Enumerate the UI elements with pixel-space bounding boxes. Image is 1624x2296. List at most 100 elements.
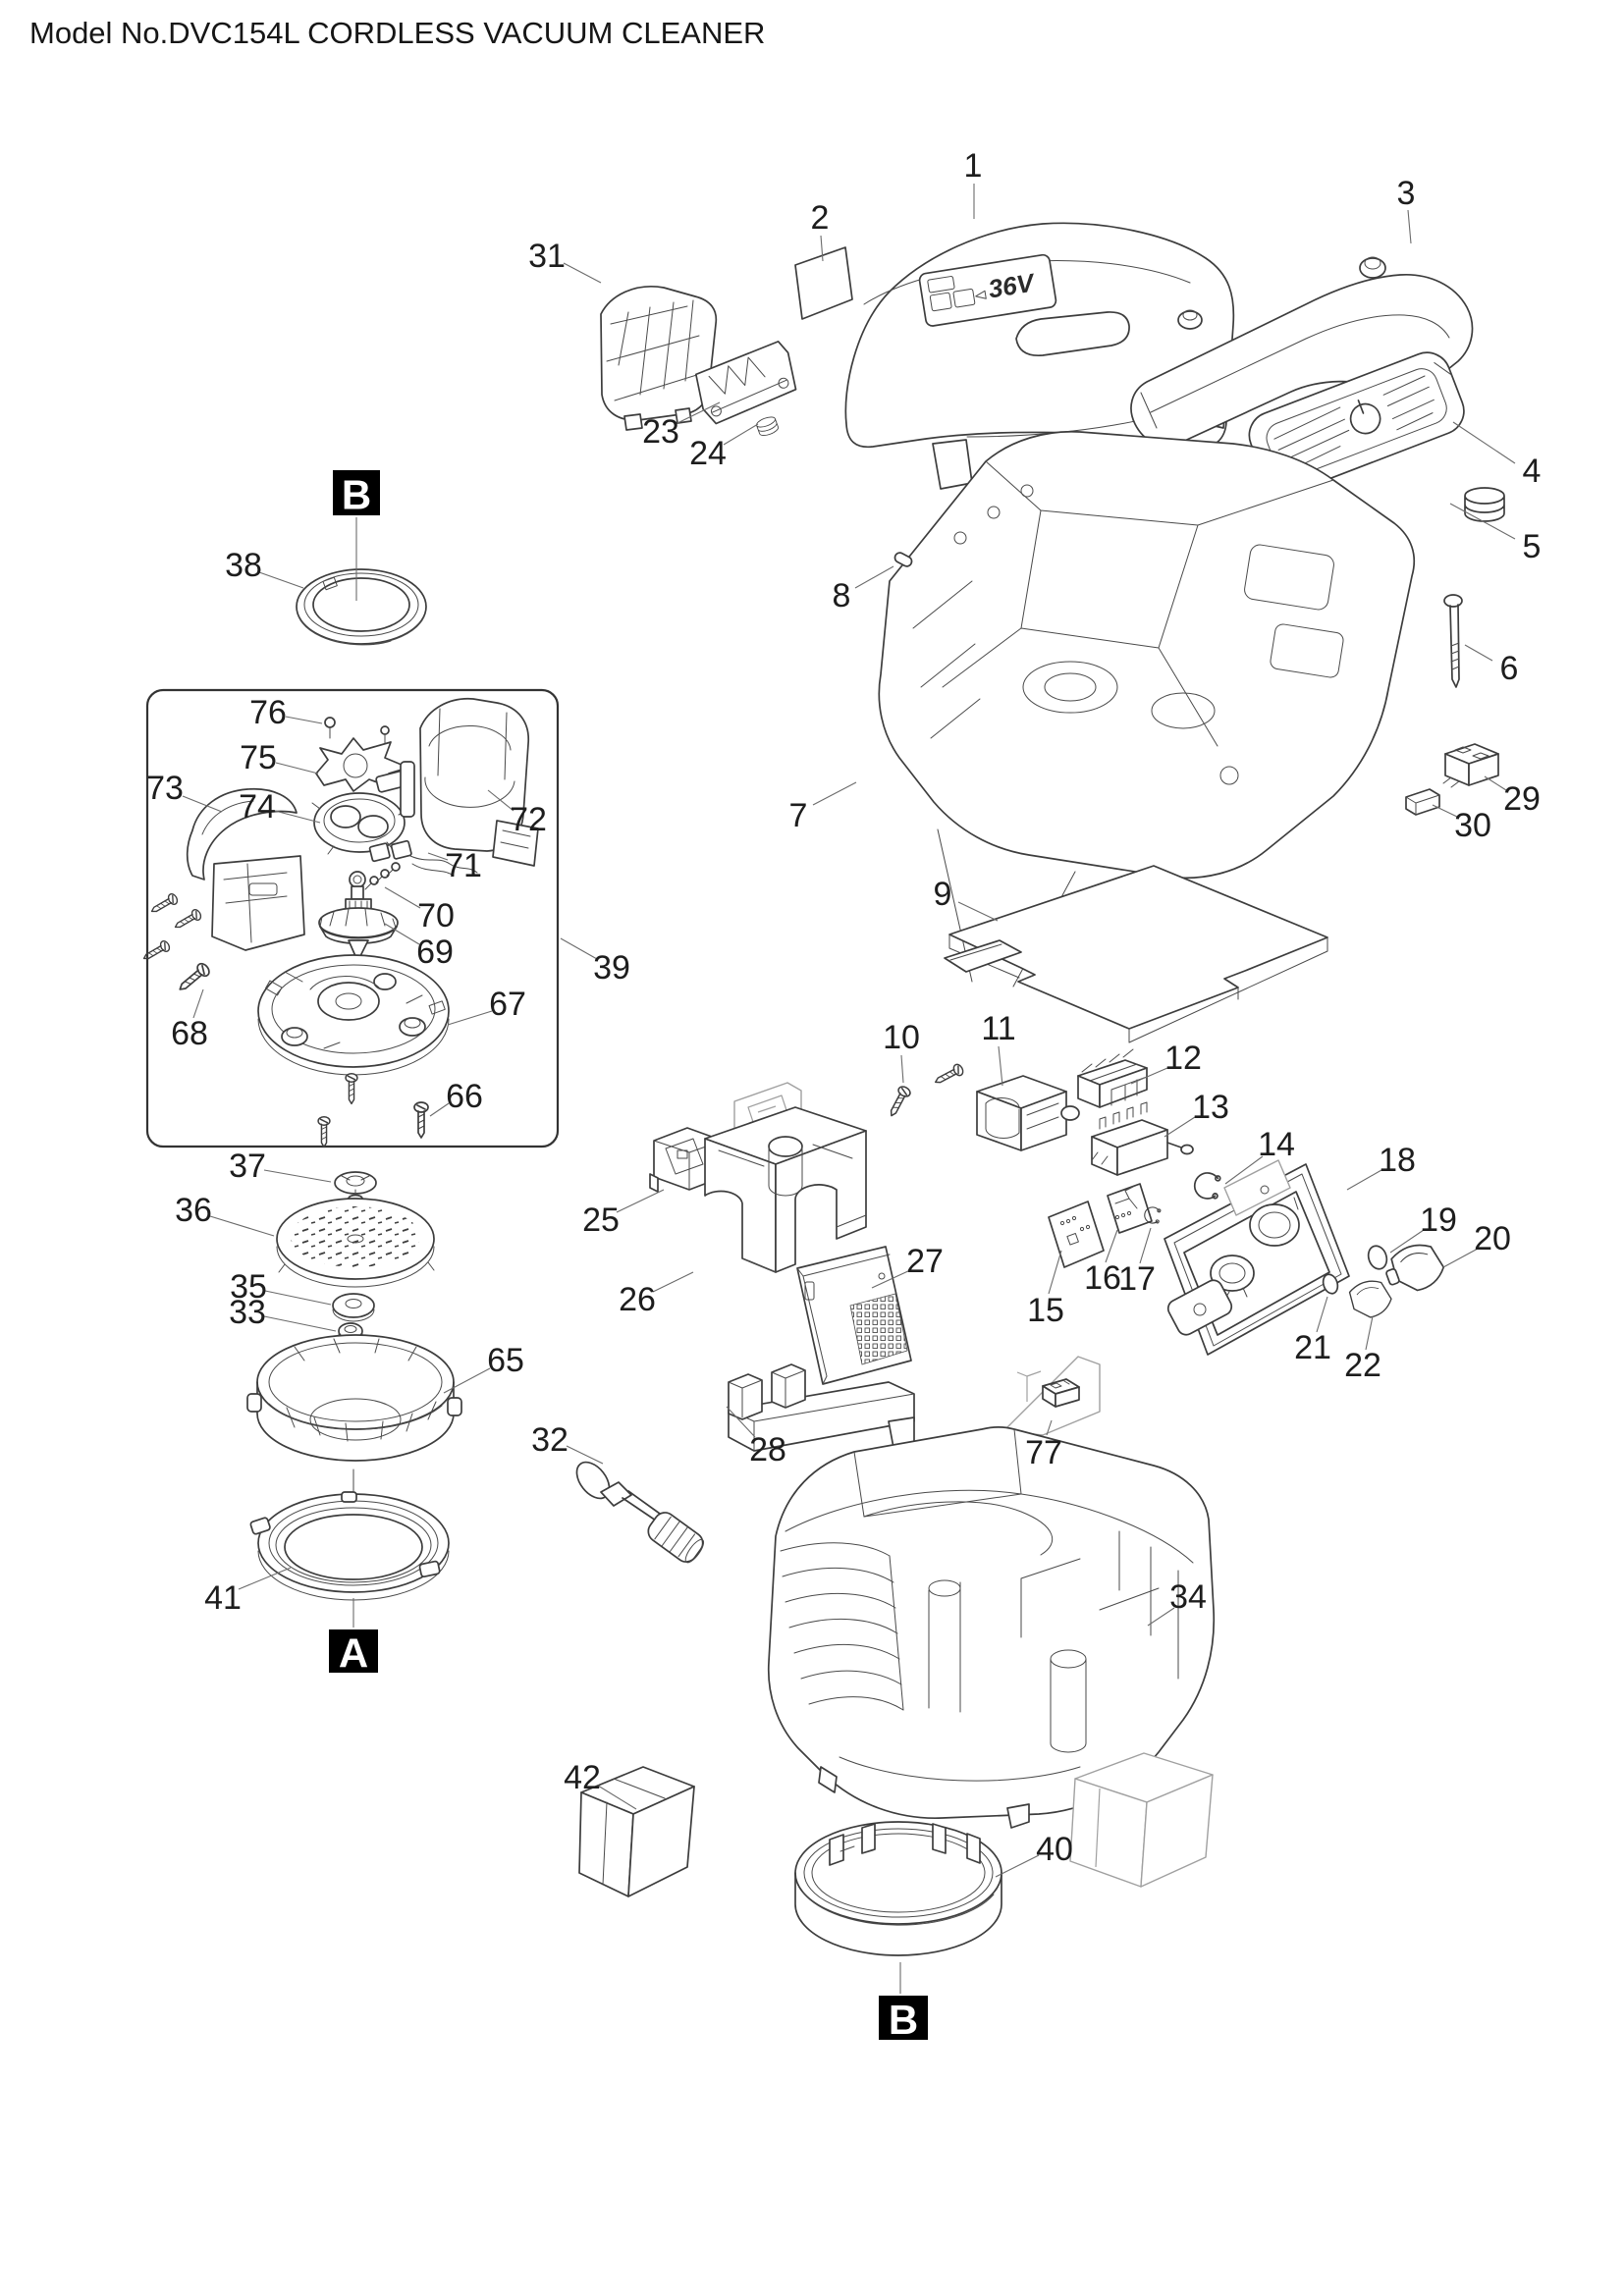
leader-line-14 — [1224, 1155, 1264, 1185]
leader-line-24 — [723, 423, 759, 446]
part-65-retainer-ring-drawing — [246, 1334, 462, 1462]
leader-line-29 — [1484, 775, 1507, 791]
callout-77: 77 — [1025, 1434, 1062, 1471]
callout-76: 76 — [249, 694, 287, 731]
callout-14: 14 — [1258, 1126, 1295, 1163]
callout-22: 22 — [1344, 1347, 1381, 1384]
part-29-switch-drawing — [1442, 743, 1499, 788]
leader-line-11 — [998, 1045, 1003, 1087]
part-70-screws-drawing — [364, 862, 401, 890]
leader-line-39 — [560, 937, 598, 960]
part-3-handle-drawing — [1130, 256, 1474, 448]
leader-line-17 — [1139, 1227, 1152, 1264]
leader-line-6 — [1464, 644, 1493, 662]
callout-6: 6 — [1500, 650, 1519, 687]
leader-line-7 — [812, 781, 857, 806]
leader-line-41 — [238, 1567, 292, 1590]
leader-line-77 — [1046, 1419, 1053, 1436]
leader-line-15 — [1048, 1250, 1062, 1295]
part-72-motor-housing-drawing — [400, 697, 539, 867]
leader-line-67 — [447, 1010, 493, 1026]
callout-36: 36 — [175, 1192, 212, 1229]
leader-line-32 — [566, 1445, 604, 1465]
callout-10: 10 — [883, 1019, 920, 1056]
part-16-switch-plate-drawing — [1107, 1183, 1153, 1234]
leader-line-28 — [726, 1406, 756, 1438]
page-title: Model No.DVC154L CORDLESS VACUUM CLEANER — [29, 16, 766, 50]
callout-3: 3 — [1397, 175, 1416, 212]
callout-39: 39 — [593, 949, 630, 987]
part-67-base-plate-drawing — [257, 954, 450, 1076]
callout-71: 71 — [445, 847, 482, 884]
part-38-seal-ring-drawing — [296, 568, 427, 646]
callout-33: 33 — [229, 1294, 266, 1331]
callout-13: 13 — [1192, 1089, 1229, 1126]
callout-34: 34 — [1169, 1578, 1207, 1616]
callout-27: 27 — [906, 1243, 944, 1280]
leader-line-8 — [854, 565, 894, 589]
part-23-latch-drawing — [694, 341, 797, 425]
callout-8: 8 — [833, 577, 851, 614]
section-marker-letter-B-0: B — [342, 472, 371, 518]
callout-42: 42 — [564, 1759, 601, 1796]
callout-17: 17 — [1118, 1260, 1156, 1298]
leader-line-19 — [1389, 1229, 1425, 1254]
part-30-chip-drawing — [1405, 788, 1440, 816]
part-7-upper-housing-drawing — [878, 430, 1416, 988]
part-21-cap-drawing — [1322, 1273, 1339, 1295]
leader-line-22 — [1365, 1315, 1374, 1351]
leader-line-68 — [192, 988, 204, 1019]
leader-line-25 — [616, 1189, 665, 1213]
callout-20: 20 — [1474, 1220, 1511, 1257]
callout-72: 72 — [510, 801, 547, 838]
part-26-frame-drawing — [704, 1106, 867, 1273]
callout-73: 73 — [146, 770, 184, 807]
callout-9: 9 — [934, 876, 952, 913]
part-20-knob-drawing — [1385, 1237, 1449, 1298]
leader-line-21 — [1316, 1296, 1328, 1333]
leader-line-69 — [384, 923, 420, 945]
leader-line-40 — [995, 1854, 1040, 1878]
part-6-screw-long-drawing — [1443, 594, 1463, 688]
voltage-badge: 36V — [918, 253, 1057, 327]
part-42-foam-filter-drawing — [578, 1766, 695, 1897]
leader-line-2 — [820, 235, 824, 262]
leader-line-30 — [1432, 804, 1458, 818]
callout-32: 32 — [531, 1421, 568, 1459]
callout-26: 26 — [619, 1281, 656, 1318]
callout-24: 24 — [689, 435, 727, 472]
callout-25: 25 — [582, 1201, 620, 1239]
leader-line-71 — [427, 852, 449, 861]
callout-31: 31 — [528, 238, 566, 275]
leader-line-66 — [429, 1102, 450, 1117]
callout-41: 41 — [204, 1579, 242, 1617]
part-36-filter-disc-drawing — [276, 1198, 435, 1288]
leader-line-42 — [597, 1785, 637, 1810]
part-77-terminal-drawing — [1002, 1356, 1101, 1436]
callout-23: 23 — [642, 413, 679, 451]
callout-7: 7 — [789, 797, 808, 834]
callout-1: 1 — [964, 147, 983, 185]
part-34-tank-body-drawing — [767, 1425, 1216, 1829]
leader-line-20 — [1442, 1248, 1479, 1268]
part-18-control-panel-drawing — [1164, 1159, 1350, 1356]
part-35-washer-drawing — [332, 1293, 375, 1322]
leader-line-72 — [487, 789, 514, 812]
callout-75: 75 — [240, 739, 277, 776]
leader-line-10 — [900, 1054, 904, 1084]
callout-19: 19 — [1420, 1201, 1457, 1239]
leader-line-12 — [1130, 1067, 1168, 1085]
leader-line-27 — [871, 1269, 911, 1289]
part-75-spider-plate-drawing — [315, 737, 409, 793]
part-31-exhaust-grille-drawing — [600, 286, 718, 431]
part-13-switch-drawing — [1091, 1101, 1194, 1176]
ghost-foam-filter-drawing — [1069, 1752, 1214, 1888]
section-marker-letter-A-1: A — [339, 1630, 368, 1677]
part-27-pcb-cover-drawing — [796, 1246, 912, 1385]
leader-line-74 — [274, 810, 321, 824]
part-40-ring-drawing — [794, 1821, 1002, 1956]
callout-40: 40 — [1036, 1831, 1073, 1868]
